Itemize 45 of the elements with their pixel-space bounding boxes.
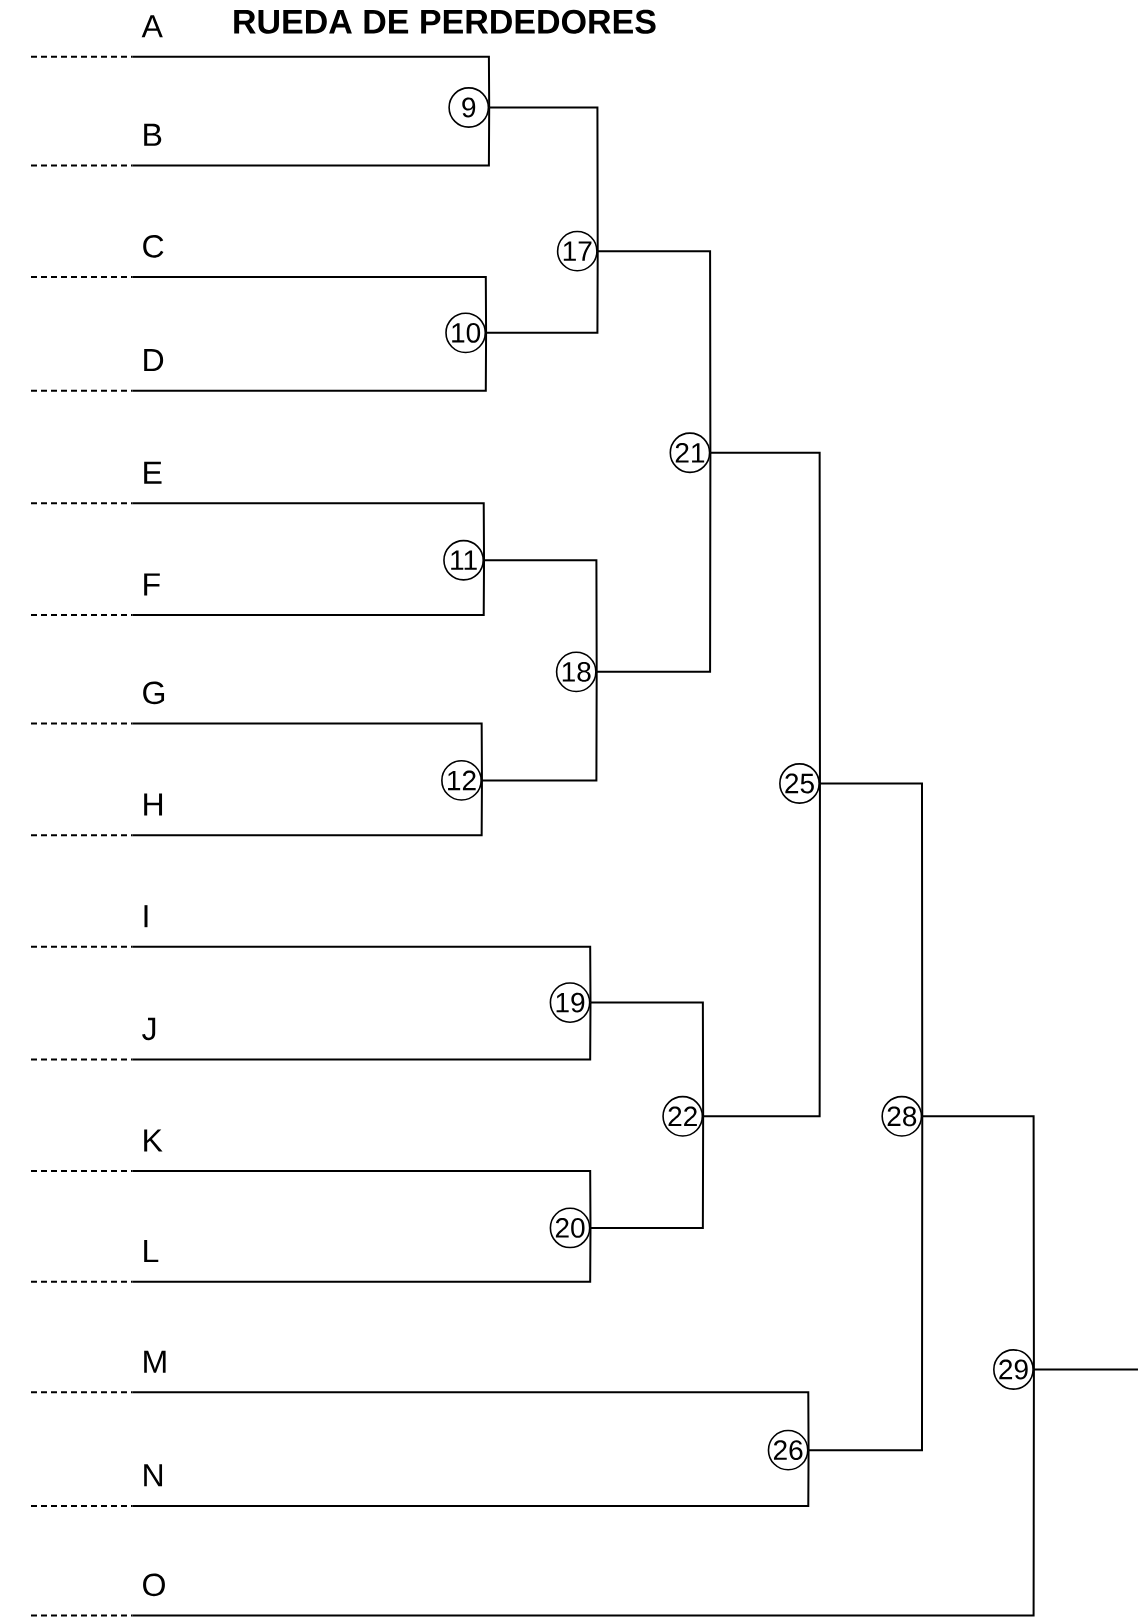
player-label: O — [143, 1573, 165, 1597]
bracket-line — [131, 722, 483, 782]
bracket-line — [1032, 1368, 1138, 1371]
bracket-line — [483, 559, 598, 673]
player-label: D — [144, 349, 164, 372]
player-label: M — [144, 1350, 166, 1373]
bracket-line — [131, 1391, 810, 1452]
bracket-line — [818, 782, 924, 1118]
bracket-line — [488, 106, 599, 253]
player-label: C — [143, 235, 164, 258]
player-label: G — [143, 681, 165, 705]
player-label: F — [144, 573, 160, 596]
bracket-line — [596, 250, 712, 454]
bracket-line — [709, 451, 821, 785]
bracket-line — [131, 1226, 592, 1283]
player-label: A — [141, 15, 163, 38]
player-label: K — [144, 1129, 163, 1152]
player-label: N — [144, 1464, 163, 1487]
bracket-line — [807, 1115, 924, 1452]
player-label: J — [142, 1017, 156, 1041]
bracket-line — [131, 502, 485, 562]
player-label: L — [144, 1240, 159, 1263]
bracket-line — [131, 559, 485, 616]
player-label: H — [144, 793, 163, 816]
bracket-line — [131, 945, 592, 1004]
player-label: I — [144, 905, 148, 928]
bracket-line — [131, 779, 483, 837]
bracket-line — [131, 106, 491, 167]
bracket-line — [589, 1115, 705, 1229]
title: RUEDA DE PERDEDORES — [234, 9, 656, 34]
bracket-line — [595, 451, 712, 673]
bracket-line — [131, 55, 491, 109]
bracket-line — [485, 250, 599, 334]
bracket-line — [480, 670, 598, 782]
bracket-line — [131, 1449, 810, 1507]
bracket-line — [131, 276, 488, 334]
player-label: E — [144, 461, 162, 484]
bracket-line — [131, 1170, 592, 1229]
bracket-line — [131, 331, 488, 392]
bracket-line — [589, 1001, 705, 1118]
bracket-line — [921, 1115, 1035, 1371]
bracket-line — [702, 782, 821, 1118]
bracket-line — [131, 1001, 592, 1061]
player-label: B — [144, 123, 162, 146]
bracket-line — [131, 1368, 1035, 1617]
